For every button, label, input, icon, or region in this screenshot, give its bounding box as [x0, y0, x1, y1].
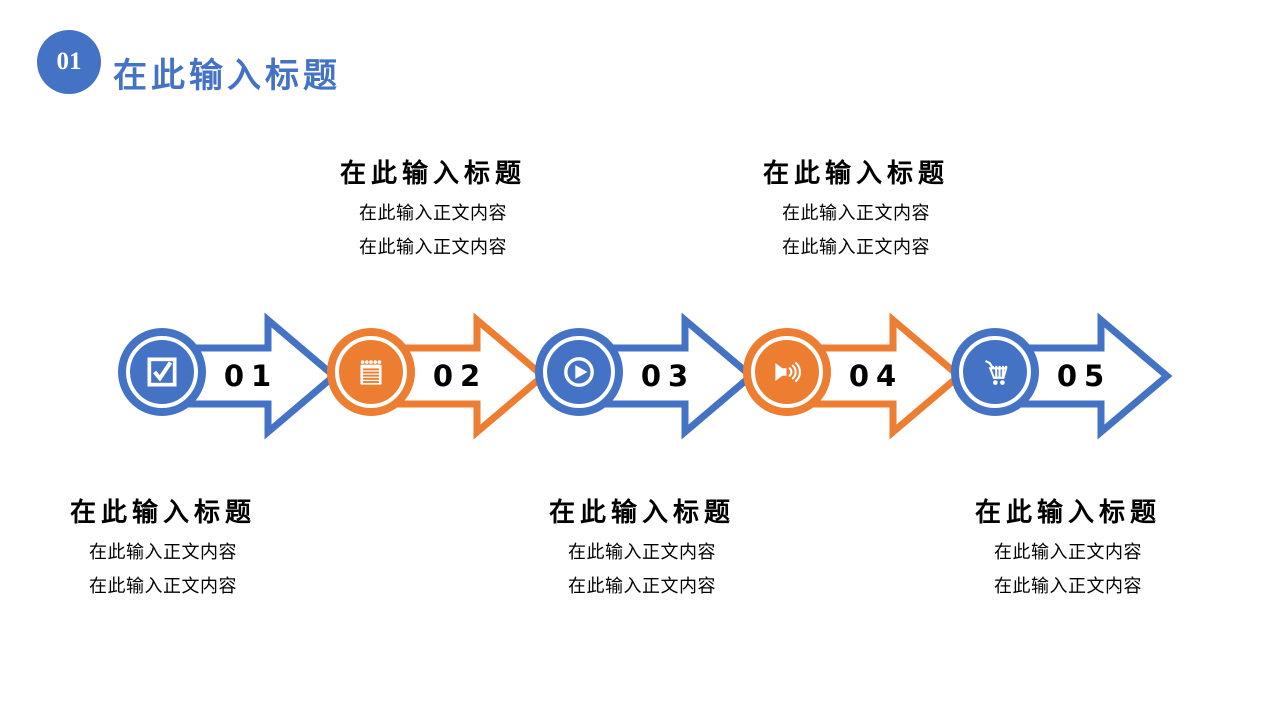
- slide-title: 在此输入标题: [113, 56, 341, 96]
- step-number: 04: [848, 359, 904, 393]
- block-body-line: 在此输入正文内容: [994, 542, 1142, 563]
- block-body-line: 在此输入正文内容: [89, 576, 237, 597]
- block-body-line: 在此输入正文内容: [782, 237, 930, 258]
- step-circle: [126, 336, 198, 408]
- block-title: 在此输入标题: [69, 498, 256, 528]
- text-block-top-1: 在此输入标题 在此输入正文内容 在此输入正文内容: [313, 157, 553, 265]
- play-icon: [564, 357, 594, 387]
- arrow-shape: [787, 312, 965, 440]
- step-number: 02: [432, 359, 488, 393]
- text-block-bottom-3: 在此输入标题 在此输入正文内容 在此输入正文内容: [948, 496, 1188, 604]
- arrow-shape: [162, 312, 340, 440]
- notepad-icon: [360, 360, 382, 385]
- text-block-bottom-1: 在此输入标题 在此输入正文内容 在此输入正文内容: [43, 496, 283, 604]
- speaker-icon: [775, 361, 801, 383]
- block-body-line: 在此输入正文内容: [782, 203, 930, 224]
- step-number: 05: [1056, 359, 1112, 393]
- arrow-shape: [995, 312, 1173, 440]
- cart-icon: [985, 359, 1008, 385]
- arrow-shape: [579, 312, 757, 440]
- text-block-top-2: 在此输入标题 在此输入正文内容 在此输入正文内容: [736, 157, 976, 265]
- checkbox-icon: [147, 357, 177, 387]
- step-circle: [959, 336, 1031, 408]
- arrow-shape: [371, 312, 549, 440]
- block-body-line: 在此输入正文内容: [359, 237, 507, 258]
- block-body-line: 在此输入正文内容: [568, 542, 716, 563]
- block-title: 在此输入标题: [339, 159, 526, 189]
- text-block-bottom-2: 在此输入标题 在此输入正文内容 在此输入正文内容: [522, 496, 762, 604]
- block-body-line: 在此输入正文内容: [994, 576, 1142, 597]
- step-circle: [751, 336, 823, 408]
- step-circle: [335, 336, 407, 408]
- section-number: 01: [56, 48, 82, 75]
- block-body-line: 在此输入正文内容: [89, 542, 237, 563]
- step-number: 01: [223, 359, 279, 393]
- block-title: 在此输入标题: [548, 498, 735, 528]
- block-body-line: 在此输入正文内容: [359, 203, 507, 224]
- block-title: 在此输入标题: [762, 159, 949, 189]
- section-number-badge: 01: [37, 30, 101, 94]
- step-number: 03: [640, 359, 696, 393]
- block-title: 在此输入标题: [974, 498, 1161, 528]
- block-body-line: 在此输入正文内容: [568, 576, 716, 597]
- step-circle: [543, 336, 615, 408]
